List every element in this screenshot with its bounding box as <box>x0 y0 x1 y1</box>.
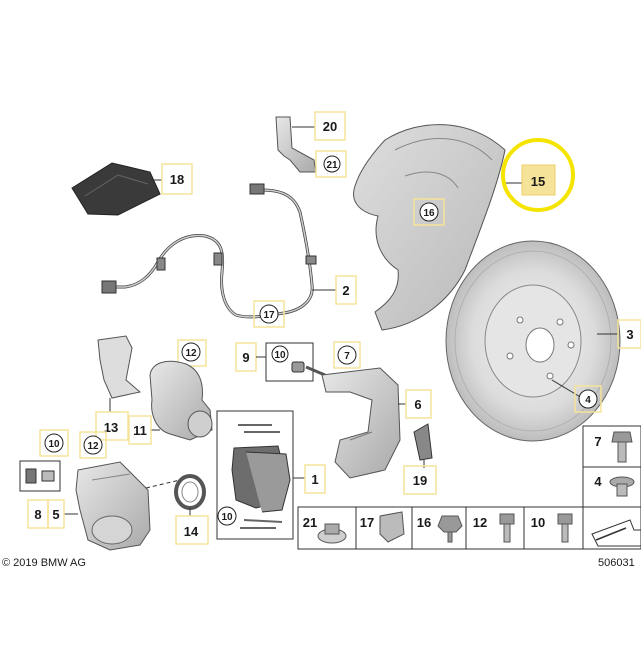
label-11-text: 11 <box>133 423 147 438</box>
label-12-caliper[interactable]: 12 <box>79 431 107 459</box>
highlight-15 <box>501 138 575 212</box>
fastener-grid <box>297 425 641 550</box>
label-6-text: 6 <box>414 397 421 412</box>
fastener-4-label: 4 <box>594 474 602 489</box>
part-3-brake-disc[interactable] <box>445 240 621 442</box>
fastener-16-label: 16 <box>417 515 431 530</box>
label-10-caliper[interactable]: 10 <box>39 429 69 457</box>
label-10-kit2-text: 10 <box>221 512 233 523</box>
label-18[interactable]: 18 <box>161 163 193 195</box>
label-6[interactable]: 6 <box>405 389 432 419</box>
label-21-top[interactable]: 21 <box>315 150 347 178</box>
fastener-12-label: 12 <box>473 515 487 530</box>
part-8-bleeder-kit[interactable] <box>19 460 61 492</box>
label-16-shield[interactable]: 16 <box>413 198 445 226</box>
fastener-10-label: 10 <box>531 515 545 530</box>
label-9-text: 9 <box>242 350 249 365</box>
part-13-bracket[interactable] <box>97 335 142 399</box>
fastener-16[interactable]: 16 <box>417 515 463 543</box>
label-11[interactable]: 11 <box>128 415 152 445</box>
label-19-text: 19 <box>413 473 427 488</box>
label-3[interactable]: 3 <box>617 319 641 349</box>
label-5[interactable]: 5 <box>47 499 65 529</box>
label-10-caliper-text: 10 <box>48 439 60 450</box>
fastener-21[interactable]: 21 <box>303 515 347 544</box>
label-12-top[interactable]: 12 <box>177 339 207 367</box>
label-17-wire[interactable]: 17 <box>253 300 285 328</box>
part-5-brake-caliper[interactable] <box>75 461 151 551</box>
fastener-21-label: 21 <box>303 515 317 530</box>
label-13[interactable]: 13 <box>95 411 129 441</box>
label-4-disc[interactable]: 4 <box>574 385 602 413</box>
part-6-caliper-carrier[interactable] <box>321 367 401 479</box>
label-7-carrier-text: 7 <box>344 351 350 362</box>
label-3-text: 3 <box>626 327 633 342</box>
label-8[interactable]: 8 <box>27 499 49 529</box>
label-12-caliper-text: 12 <box>87 441 99 452</box>
label-2-text: 2 <box>342 283 349 298</box>
label-13-text: 13 <box>104 420 118 435</box>
fastener-10[interactable]: 10 <box>531 513 573 543</box>
label-17-wire-text: 17 <box>263 310 275 321</box>
label-12-top-text: 12 <box>185 348 197 359</box>
fastener-12[interactable]: 12 <box>473 513 515 543</box>
label-5-text: 5 <box>52 507 59 522</box>
part-20-bracket[interactable] <box>275 116 317 173</box>
label-7-carrier[interactable]: 7 <box>333 341 361 369</box>
fastener-4[interactable]: 4 <box>594 474 635 497</box>
part-15-dust-shield[interactable] <box>353 124 506 331</box>
direction-arrow-icon <box>591 519 641 547</box>
label-15[interactable]: 15 <box>521 164 556 196</box>
label-21-top-text: 21 <box>326 160 338 171</box>
part-1-brake-pad-kit[interactable]: 10 <box>216 410 294 540</box>
label-8-text: 8 <box>34 507 41 522</box>
label-19[interactable]: 19 <box>403 465 437 495</box>
part-19-clip[interactable] <box>413 423 433 461</box>
label-4-disc-text: 4 <box>585 395 591 406</box>
part-14-seal-ring[interactable] <box>174 474 206 510</box>
label-20-text: 20 <box>323 119 337 134</box>
part-9-bolt-kit[interactable]: 10 <box>265 342 326 382</box>
label-15-text: 15 <box>531 174 545 189</box>
copyright-text: © 2019 BMW AG <box>2 557 86 569</box>
label-2[interactable]: 2 <box>335 275 357 305</box>
diagram-number: 506031 <box>598 557 635 569</box>
label-1-text: 1 <box>311 472 318 487</box>
part-2-wear-sensor[interactable] <box>101 183 317 319</box>
fastener-7-label: 7 <box>594 434 601 449</box>
label-14-text: 14 <box>184 524 199 539</box>
label-14[interactable]: 14 <box>175 515 209 545</box>
label-1[interactable]: 1 <box>304 464 326 494</box>
fastener-17-label: 17 <box>360 515 374 530</box>
part-11-actuator-motor[interactable] <box>149 360 213 441</box>
label-20[interactable]: 20 <box>314 111 346 141</box>
fastener-7[interactable]: 7 <box>594 431 633 463</box>
label-18-text: 18 <box>170 172 184 187</box>
part-18-cover[interactable] <box>71 162 161 216</box>
label-9[interactable]: 9 <box>235 342 257 372</box>
label-10-kit-text: 10 <box>274 350 286 361</box>
fastener-17[interactable]: 17 <box>360 511 405 543</box>
highlight-ring <box>501 138 575 212</box>
label-16-shield-text: 16 <box>423 208 435 219</box>
